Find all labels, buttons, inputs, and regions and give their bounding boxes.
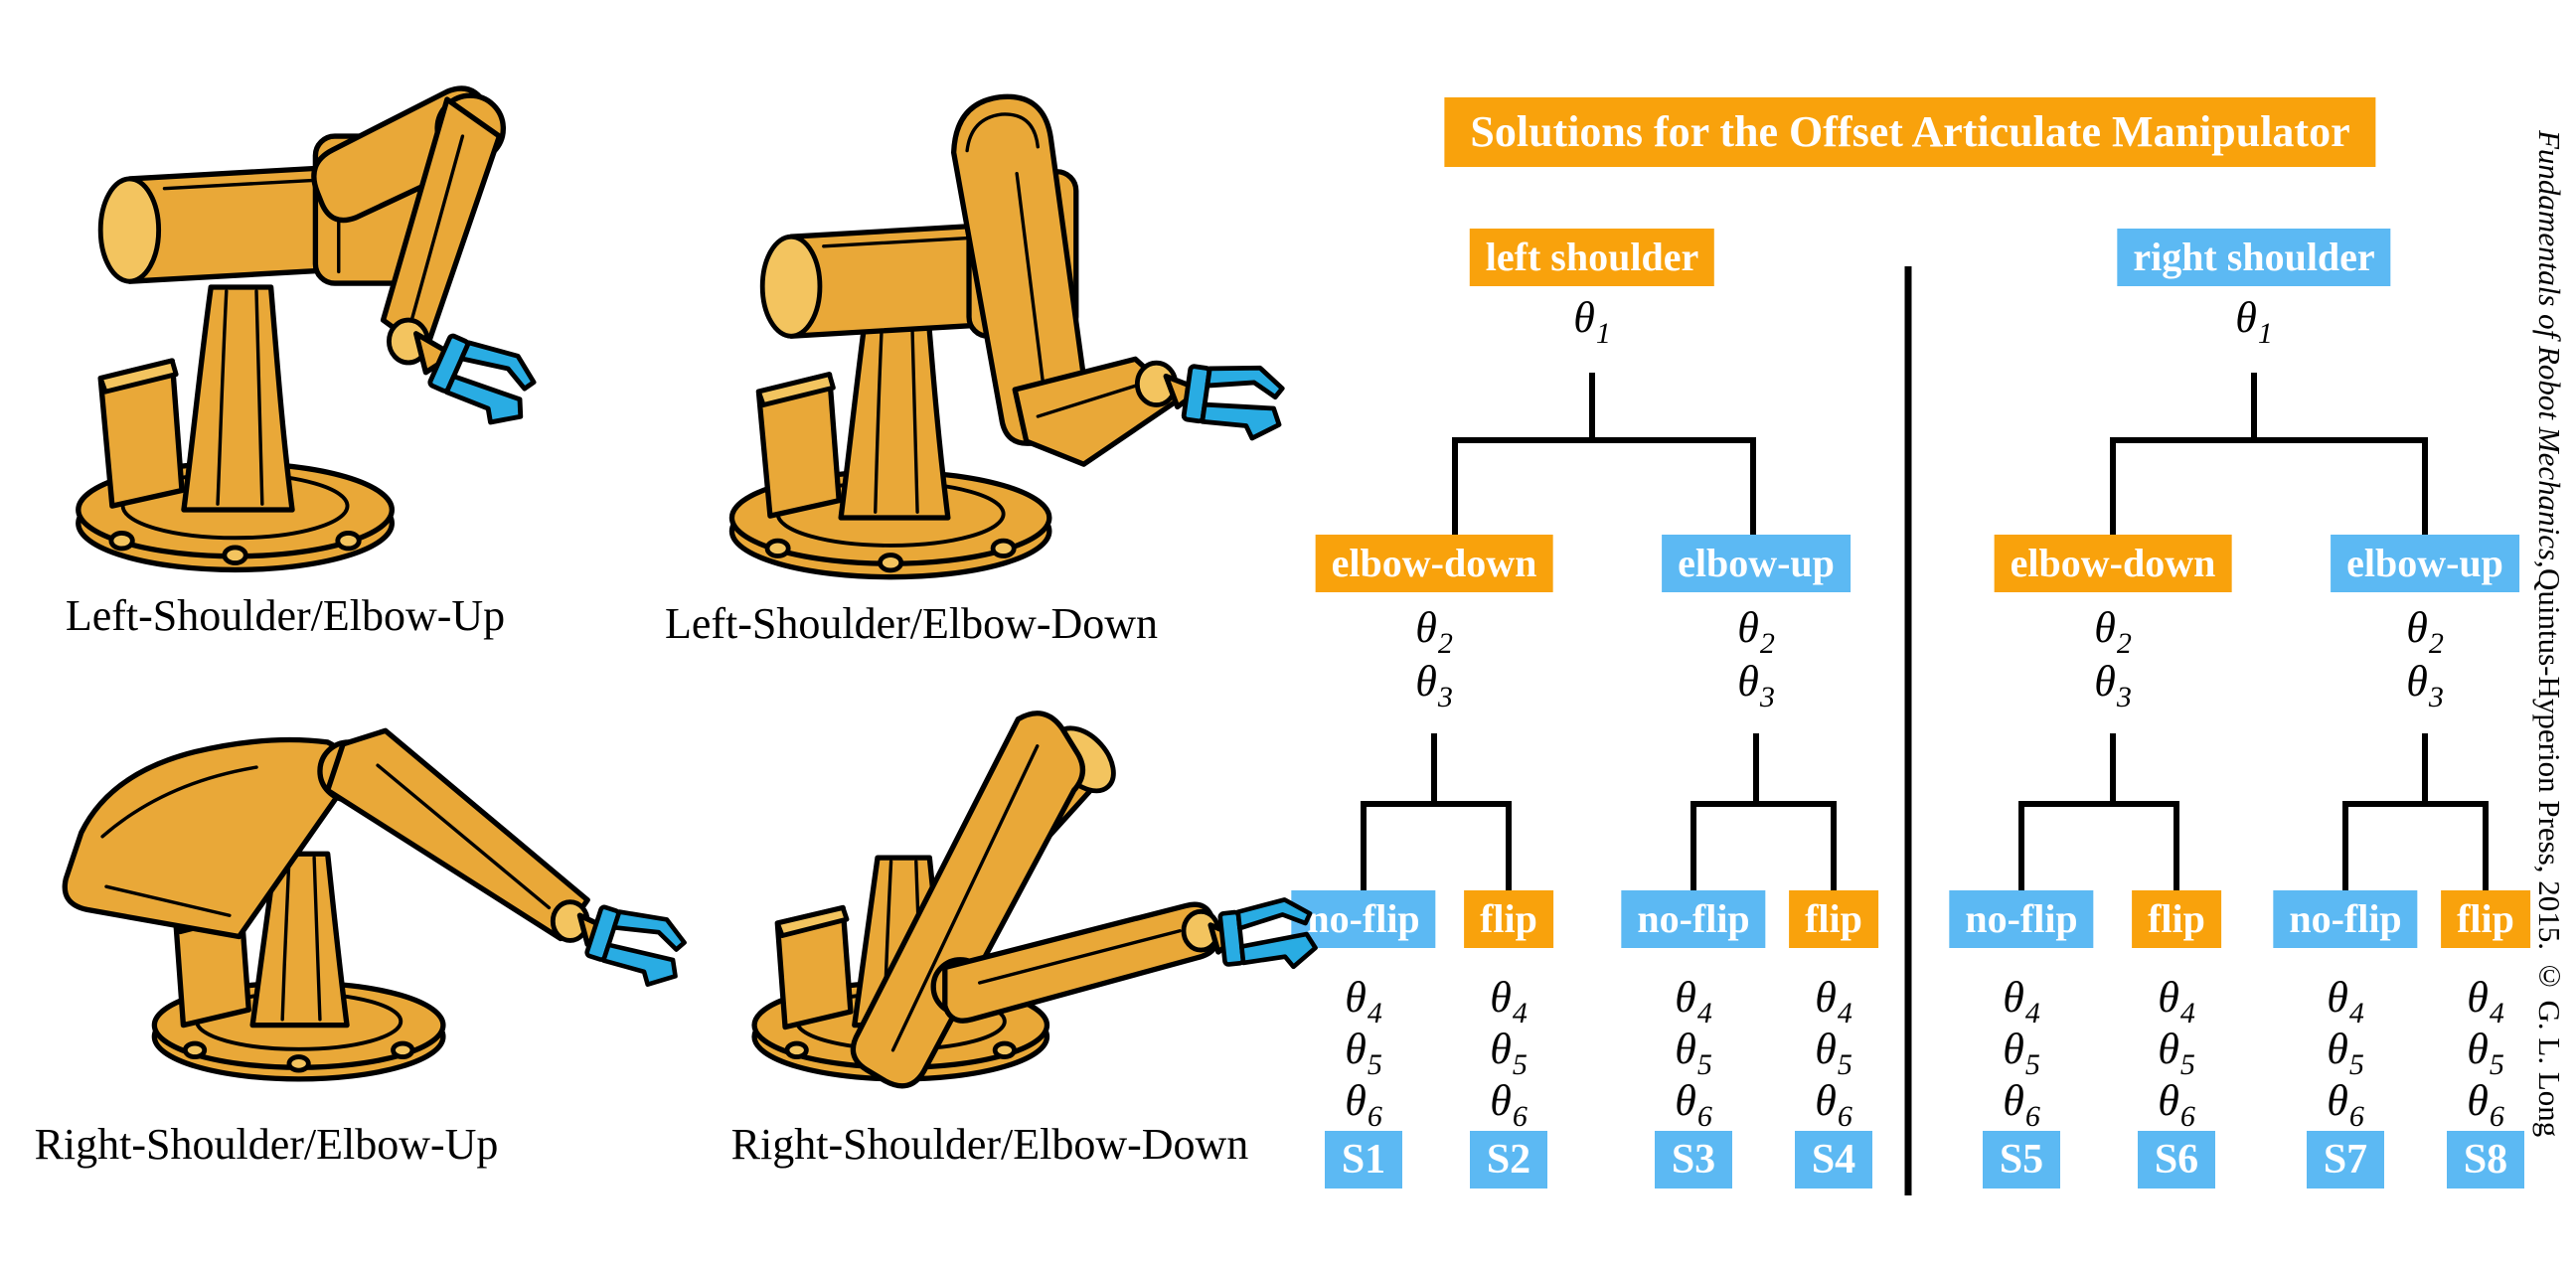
theta-5: θ5 [1345,1025,1382,1081]
node-no-flip: no-flip [1621,890,1766,948]
solution-badge-s4: S4 [1795,1131,1872,1188]
attribution-sidebar: Fundamentals of Robot Mechanics, Quintus… [2524,0,2574,1267]
node-left-shoulder: left shoulder [1469,229,1715,286]
theta-4: θ4 [2003,973,2040,1029]
robot-illustration-left-shoulder-elbow-down [728,93,1285,580]
node-left-elbow-up: elbow-up [1662,535,1851,592]
solution-badge-s8: S8 [2447,1131,2524,1188]
robot-forearm [380,96,503,376]
robot-illustration-left-shoulder-elbow-up [76,85,537,573]
robot-upper-arm [850,711,1086,1089]
node-no-flip: no-flip [1949,890,2094,948]
theta-6: θ6 [2467,1076,2504,1133]
theta-4: θ4 [1815,973,1852,1029]
node-left-elbow-down: elbow-down [1315,535,1553,592]
theta-6: θ6 [1490,1076,1528,1133]
theta-5: θ5 [1815,1025,1852,1081]
theta-4: θ4 [2467,973,2504,1029]
solution-badge-s2: S2 [1470,1131,1547,1188]
theta-3: θ3 [2094,657,2132,713]
caption-left-shoulder-elbow-down: Left-Shoulder/Elbow-Down [664,599,1159,648]
figure-title: Solutions for the Offset Articulate Mani… [1444,97,2376,168]
robot-equipment-box [774,904,854,1030]
theta-2: θ2 [2406,603,2444,660]
node-flip: flip [2132,890,2221,948]
node-no-flip: no-flip [2273,890,2418,948]
robot-gripper-icon [1217,897,1318,970]
theta-4: θ4 [1675,973,1712,1029]
theta-6: θ6 [2327,1076,2364,1133]
caption-left-shoulder-elbow-up: Left-Shoulder/Elbow-Up [65,591,506,640]
robot-forearm [950,93,1091,446]
robot-gripper-icon [584,904,687,987]
theta-1-right: θ1 [2235,293,2273,350]
attribution-publisher: Quintus-Hyperion Press, 2015. © G. L. Lo… [2532,567,2567,1138]
node-flip: flip [2441,890,2530,948]
theta-3: θ3 [2406,657,2444,713]
theta-4: θ4 [2327,973,2364,1029]
theta-3: θ3 [1415,657,1453,713]
branch-lines [1361,373,2489,890]
robot-column [181,284,295,513]
robot-forearm [930,901,1240,1024]
caption-right-shoulder-elbow-up: Right-Shoulder/Elbow-Up [34,1120,499,1169]
theta-1-left: θ1 [1573,293,1611,350]
node-right-shoulder: right shoulder [2117,229,2391,286]
theta-6: θ6 [1675,1076,1712,1133]
robot-forearm [325,727,612,947]
caption-right-shoulder-elbow-down: Right-Shoulder/Elbow-Down [730,1120,1249,1169]
robot-base [76,460,396,573]
theta-5: θ5 [2327,1025,2364,1081]
theta-2: θ2 [1415,603,1453,660]
theta-5: θ5 [1675,1025,1712,1081]
robot-illustration-right-shoulder-elbow-down [751,711,1318,1089]
theta-5: θ5 [2003,1025,2040,1081]
theta-3: θ3 [1737,657,1775,713]
theta-5: θ5 [1490,1025,1528,1081]
solution-badge-s7: S7 [2307,1131,2384,1188]
robot-column [249,851,350,1029]
solution-badge-s3: S3 [1655,1131,1732,1188]
solution-badge-s1: S1 [1325,1131,1402,1188]
theta-5: θ5 [2467,1025,2504,1081]
node-flip: flip [1789,890,1878,948]
robot-wrist [1012,356,1204,467]
node-right-elbow-up: elbow-up [2331,535,2519,592]
theta-6: θ6 [2158,1076,2195,1133]
theta-2: θ2 [1737,603,1775,660]
theta-4: θ4 [1490,973,1528,1029]
solution-badge-s5: S5 [1983,1131,2060,1188]
robot-illustration-right-shoulder-elbow-up [62,727,687,1082]
theta-5: θ5 [2158,1025,2195,1081]
theta-6: θ6 [2003,1076,2040,1133]
node-flip: flip [1464,890,1553,948]
theta-4: θ4 [2158,973,2195,1029]
node-right-elbow-down: elbow-down [1994,535,2232,592]
theta-6: θ6 [1815,1076,1852,1133]
theta-2: θ2 [2094,603,2132,660]
robot-equipment-box [755,372,842,519]
robot-equipment-box [97,358,185,509]
attribution-book-title: Fundamentals of Robot Mechanics, [2532,129,2567,568]
theta-4: θ4 [1345,973,1382,1029]
robot-gripper-icon [427,333,537,425]
node-no-flip: no-flip [1291,890,1436,948]
theta-6: θ6 [1345,1076,1382,1133]
robot-gripper-icon [1181,364,1285,441]
solution-badge-s6: S6 [2138,1131,2215,1188]
